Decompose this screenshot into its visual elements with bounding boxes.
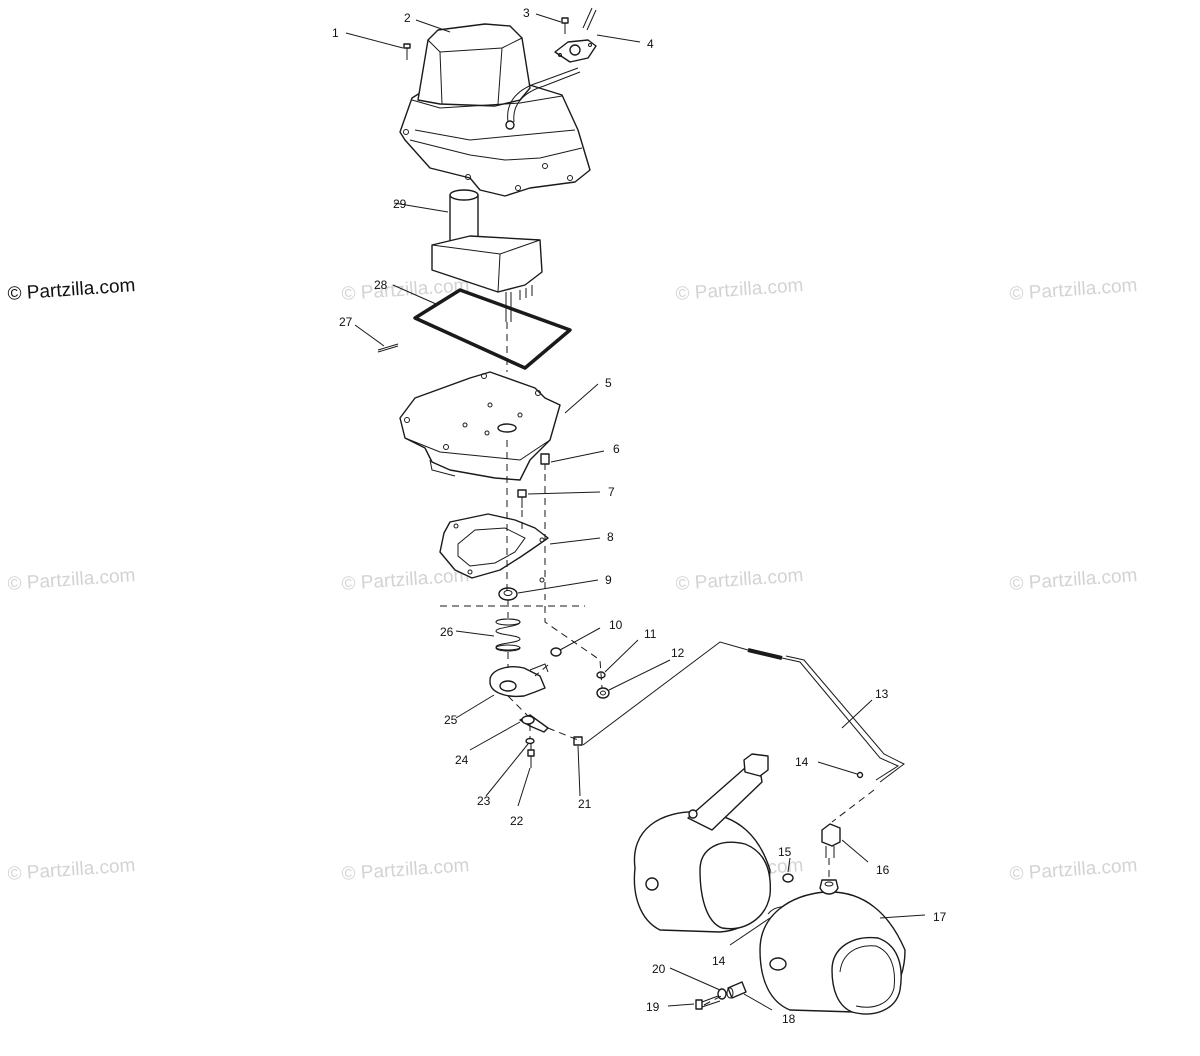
callout-20: 20 [652,962,666,976]
callout-6: 6 [613,442,620,456]
part-plate-4 [554,7,597,63]
part-screw-3 [561,17,569,34]
callout-2: 2 [404,11,411,25]
watermark: © Partzilla.com [7,565,136,595]
part-8-gasket [439,513,549,579]
alignment-lines [440,322,875,1006]
callout-3: 3 [523,6,530,20]
part-13-rod [582,641,905,783]
callout-21: 21 [578,797,592,811]
watermark-layer: © Partzilla.com © Partzilla.com © Partzi… [7,275,1138,885]
callout-23: 23 [477,794,491,808]
callout-25: 25 [444,713,458,727]
part-9-nut [498,577,545,601]
leader-lines [345,13,926,1011]
callout-27: 27 [339,315,353,329]
callout-7: 7 [608,485,615,499]
callout-4: 4 [647,37,654,51]
part-23-washer [525,737,535,745]
part-15-washer [782,873,794,883]
callout-14-upper: 14 [795,755,809,769]
callout-14-lower: 14 [712,954,726,968]
part-26-spring [495,618,521,652]
watermark: © Partzilla.com [7,855,136,885]
part-5-base-plate [399,371,561,481]
callout-15: 15 [778,845,792,859]
part-28-gasket [413,288,572,370]
callout-9: 9 [605,573,612,587]
part-12-nut [596,687,610,699]
watermark: © Partzilla.com [341,565,470,595]
part-19-bolt [695,995,721,1010]
part-27-pin [377,343,399,353]
part-29-cylinder-assembly [431,189,543,322]
watermark: © Partzilla.com [1009,275,1138,305]
callout-26: 26 [440,625,454,639]
part-6-screw [540,453,550,470]
part-18-bushing [726,981,747,999]
part-screw-1 [403,43,411,60]
part-10-nut [550,647,562,657]
callout-1: 1 [332,26,339,40]
callout-16: 16 [876,863,890,877]
callout-19: 19 [646,1000,660,1014]
watermark: © Partzilla.com [1009,855,1138,885]
callout-13: 13 [875,687,889,701]
watermark: © Partzilla.com [1009,565,1138,595]
part-22-bolt [527,749,535,768]
callout-17: 17 [933,910,947,924]
callout-28: 28 [374,278,388,292]
callout-22: 22 [510,814,524,828]
callout-11: 11 [644,627,657,641]
callout-12: 12 [671,646,685,660]
part-7-screw [517,489,527,508]
watermark-primary: © Partzilla.com [7,275,136,305]
callout-labels: 1 2 3 4 5 6 7 8 9 10 11 12 13 14 14 15 1… [332,6,947,1026]
callout-10: 10 [609,618,623,632]
callout-29: 29 [393,197,407,211]
watermark: © Partzilla.com [675,565,804,595]
callout-8: 8 [607,530,614,544]
part-21-nut [573,736,583,746]
nozzle-left [633,753,772,933]
part-17-nozzle [759,879,906,1015]
part-16-clevis [821,823,841,858]
watermark: © Partzilla.com [341,855,470,885]
part-14-pin-upper [856,771,864,779]
callout-5: 5 [605,376,612,390]
part-24-lever [519,714,549,733]
part-25-cam [489,663,549,698]
part-cover-housing [399,23,591,197]
watermark: © Partzilla.com [675,275,804,305]
callout-18: 18 [782,1012,796,1026]
callout-24: 24 [455,753,469,767]
